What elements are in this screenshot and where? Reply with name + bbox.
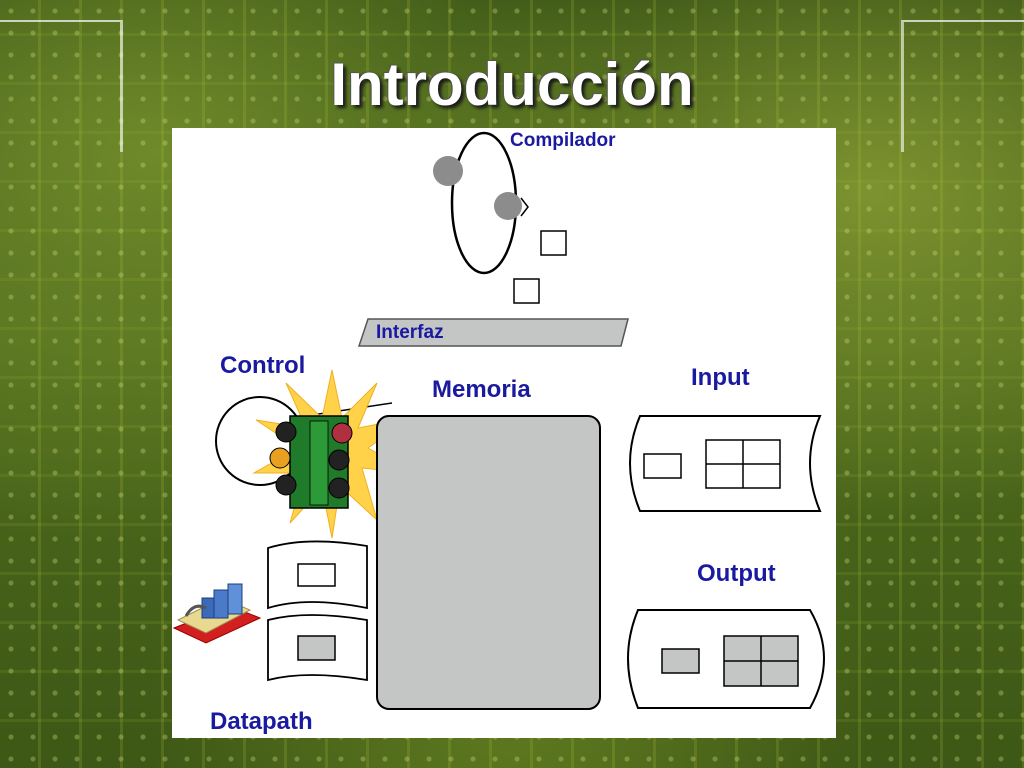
- circuit-glow-left: [0, 20, 123, 152]
- compiler-box-2: [513, 278, 540, 304]
- computer-diagram: Compilador Interfaz Control Memoria Inpu…: [172, 128, 836, 738]
- datapath-register-1: [297, 563, 336, 587]
- compiler-node-2: [494, 192, 522, 220]
- compiler-node-1: [433, 156, 463, 186]
- input-register: [643, 453, 682, 479]
- traffic-light-icon: [269, 415, 353, 509]
- compiler-arrow: [520, 197, 529, 217]
- memory-label: Memoria: [432, 376, 531, 403]
- output-label: Output: [697, 560, 776, 587]
- datapath-label: Datapath: [210, 708, 313, 735]
- compiler-label: Compilador: [510, 130, 616, 151]
- diagram-graphics: [172, 131, 825, 710]
- city-map-icon: [172, 583, 262, 644]
- interface-label: Interfaz: [376, 322, 444, 343]
- compiler-box-1: [540, 230, 567, 256]
- interface-bar: [357, 318, 629, 347]
- slide-title: Introducción: [330, 51, 694, 118]
- control-label: Control: [220, 352, 306, 379]
- datapath-register-2: [297, 635, 336, 661]
- memory-block: [376, 415, 601, 710]
- output-register: [661, 648, 700, 674]
- input-label: Input: [691, 364, 750, 391]
- circuit-glow-right: [901, 20, 1024, 152]
